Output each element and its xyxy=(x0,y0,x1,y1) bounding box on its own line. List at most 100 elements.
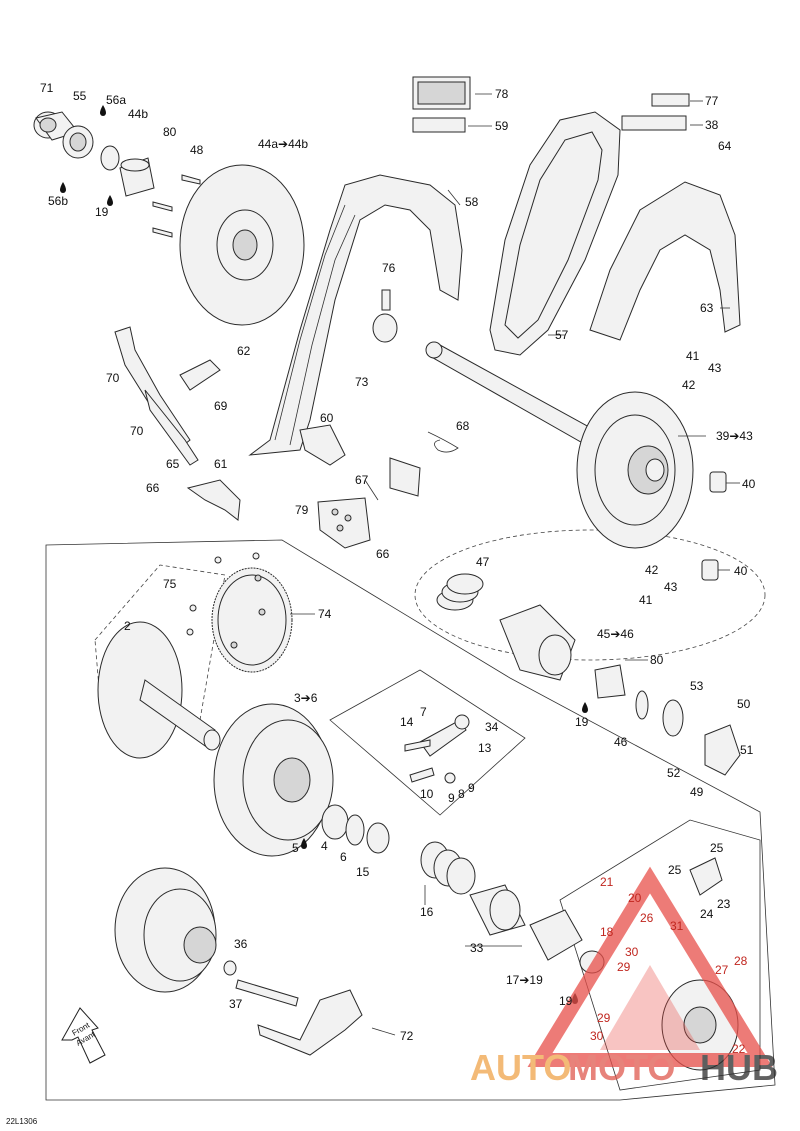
callout-28: 28 xyxy=(734,954,748,968)
callout-36: 3➔6 xyxy=(294,691,318,705)
callout-7: 7 xyxy=(420,705,427,719)
buttons-40 xyxy=(701,471,727,581)
callout-76: 76 xyxy=(382,261,396,275)
callout-41b: 41 xyxy=(639,593,653,607)
callout-5: 5 xyxy=(292,841,299,855)
callout-67: 67 xyxy=(355,473,369,487)
callout-19b: 19 xyxy=(575,715,589,729)
spring-47 xyxy=(436,573,484,611)
callout-29b: 29 xyxy=(597,1011,611,1025)
callout-70a: 70 xyxy=(106,371,120,385)
washer-9 xyxy=(444,772,456,784)
clutch-assembly xyxy=(114,867,217,993)
fixed-sheave-44a xyxy=(179,164,305,326)
callout-26: 26 xyxy=(640,911,654,925)
callout-73: 73 xyxy=(355,375,369,389)
callout-70b: 70 xyxy=(130,424,144,438)
callout-22: 22 xyxy=(732,1042,746,1056)
callout-43b: 43 xyxy=(664,580,678,594)
callout-44a44b: 44a➔44b xyxy=(258,137,308,151)
decal-59 xyxy=(412,117,466,133)
callout-27: 27 xyxy=(715,963,729,977)
callout-60: 60 xyxy=(320,411,334,425)
callout-37: 37 xyxy=(229,997,243,1011)
pin-76 xyxy=(381,289,391,311)
callout-56b: 56b xyxy=(48,194,68,208)
driven-pulley-dashed-outline xyxy=(414,529,766,661)
pin-10 xyxy=(409,767,435,783)
housing-17 xyxy=(529,909,583,961)
callout-77: 77 xyxy=(705,94,719,108)
callout-38: 38 xyxy=(705,118,719,132)
decal-78 xyxy=(412,76,471,110)
callout-36b: 36 xyxy=(234,937,248,951)
callout-53: 53 xyxy=(690,679,704,693)
grease-drop-icon xyxy=(100,105,106,116)
washer-4 xyxy=(321,804,349,840)
callout-50: 50 xyxy=(737,697,751,711)
callout-40b: 40 xyxy=(734,564,748,578)
ring-44b xyxy=(100,145,120,171)
callout-55: 55 xyxy=(73,89,87,103)
callout-66a: 66 xyxy=(146,481,160,495)
callout-1719: 17➔19 xyxy=(506,973,543,987)
clip-62 xyxy=(179,359,221,391)
callout-65: 65 xyxy=(166,457,180,471)
watermark-hub: HUB xyxy=(700,1047,778,1088)
callout-4: 4 xyxy=(321,839,328,853)
ring-6 xyxy=(345,814,365,846)
callout-58: 58 xyxy=(465,195,479,209)
movable-half-3 xyxy=(213,703,334,857)
callout-78: 78 xyxy=(495,87,509,101)
callout-71: 71 xyxy=(40,81,54,95)
callout-42a: 42 xyxy=(682,378,696,392)
callout-19a: 19 xyxy=(95,205,109,219)
flyweight-23 xyxy=(689,857,723,896)
cam-45 xyxy=(499,604,576,681)
drive-pulley-dashed-outline xyxy=(94,564,226,721)
spring-clip-68 xyxy=(427,431,459,453)
callout-23: 23 xyxy=(717,897,731,911)
callout-68: 68 xyxy=(456,419,470,433)
bracket-49 xyxy=(704,724,741,776)
callout-75: 75 xyxy=(163,577,177,591)
latch-assembly-69 xyxy=(114,326,199,466)
callout-56a: 56a xyxy=(106,93,126,107)
callout-15: 15 xyxy=(356,865,370,879)
washer-36 xyxy=(223,960,237,976)
bracket-65 xyxy=(186,479,241,521)
callout-16: 16 xyxy=(420,905,434,919)
callout-59: 59 xyxy=(495,119,509,133)
callout-25a: 25 xyxy=(668,863,682,877)
front-arrow-icon: Front Avant xyxy=(61,1007,106,1064)
guard-cover-63 xyxy=(589,181,741,341)
callout-13: 13 xyxy=(478,741,492,755)
pulley-detail-outline xyxy=(329,669,526,816)
callout-14: 14 xyxy=(400,715,414,729)
belt-guard-58 xyxy=(248,174,463,456)
callout-24: 24 xyxy=(700,907,714,921)
bushing-80-top xyxy=(119,157,155,197)
latch-67 xyxy=(389,457,421,497)
bearing-55 xyxy=(62,125,94,159)
callout-69: 69 xyxy=(214,399,228,413)
bolt-37 xyxy=(235,979,299,1007)
screws-75 xyxy=(186,552,260,636)
callout-66b: 66 xyxy=(376,547,390,561)
callout-9b: 9 xyxy=(468,781,475,795)
washer-53 xyxy=(662,699,684,737)
bracket-60 xyxy=(299,424,346,466)
lever-7 xyxy=(419,714,470,757)
callout-61: 61 xyxy=(214,457,228,471)
callout-29a: 29 xyxy=(617,960,631,974)
callout-43a: 43 xyxy=(708,361,722,375)
decal-38 xyxy=(621,115,687,131)
callout-9a: 9 xyxy=(448,791,455,805)
grease-drop-icon xyxy=(60,182,66,193)
callout-33: 33 xyxy=(470,941,484,955)
callout-44b: 44b xyxy=(128,107,148,121)
callout-80b: 80 xyxy=(650,653,664,667)
driven-pulley-39 xyxy=(576,391,694,549)
callout-19c: 19 xyxy=(559,994,573,1008)
